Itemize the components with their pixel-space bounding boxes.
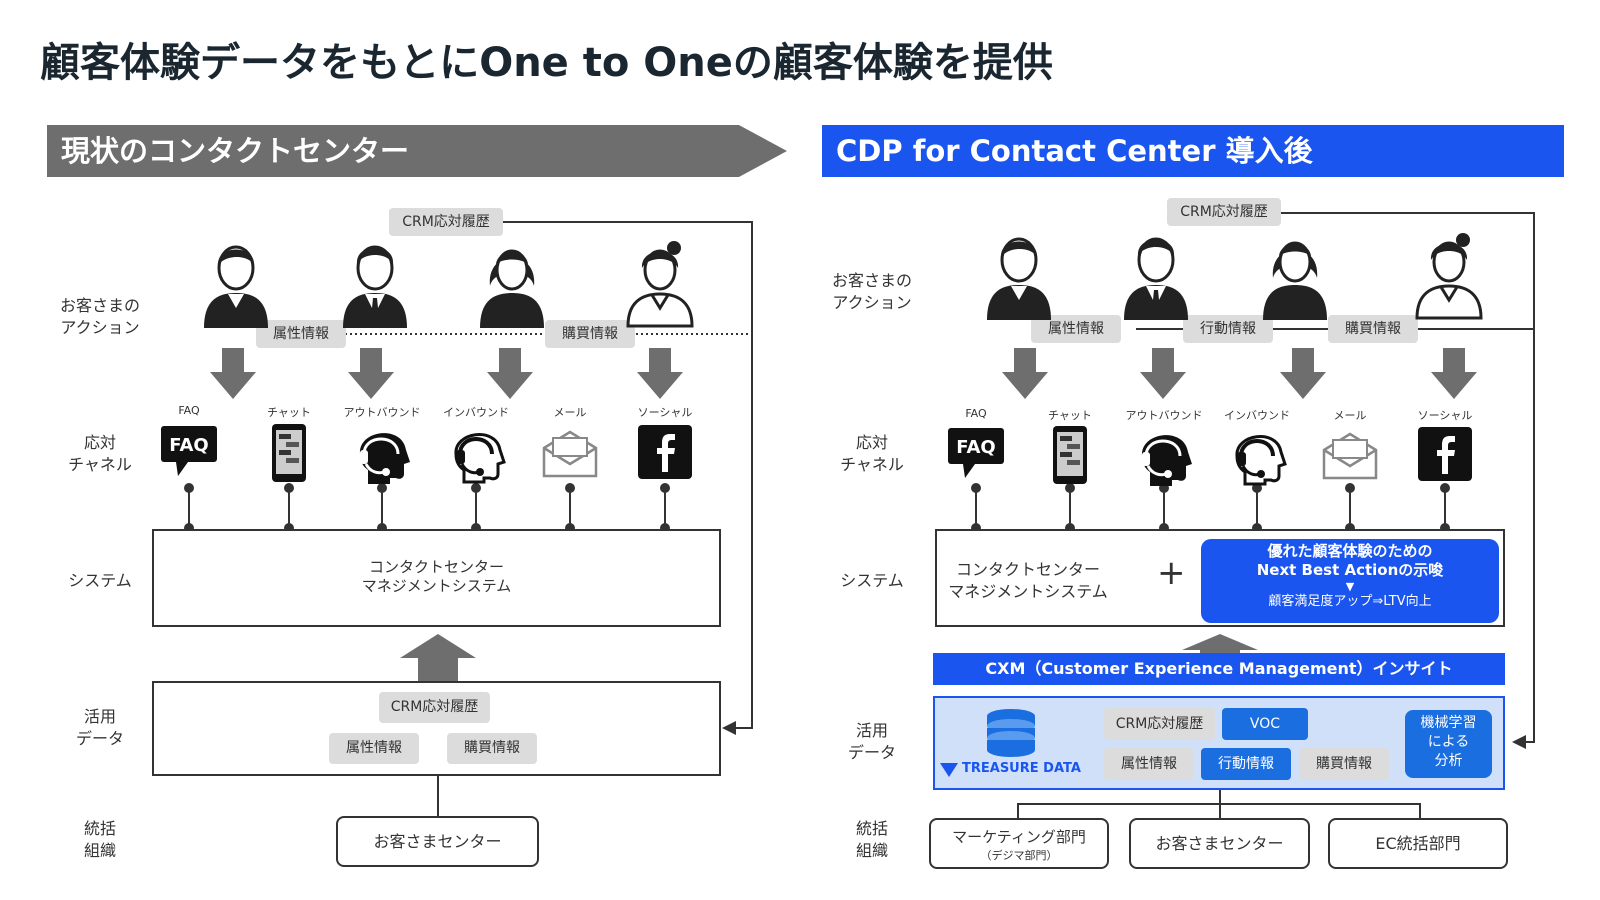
outbound-headset-icon — [1141, 435, 1192, 486]
row-label-data-right: 活用データ — [847, 721, 896, 762]
data-voc-chip: VOC — [1222, 708, 1308, 740]
channel-label-outbound: アウトバウンド — [343, 406, 421, 419]
row-label-system-right: システム — [840, 571, 904, 590]
banner-after: CDP for Contact Center 導入後 — [822, 125, 1564, 177]
facebook-icon — [638, 425, 692, 479]
outbound-headset-icon — [359, 433, 410, 484]
crm-history-chip-right: CRM応対履歴 — [1167, 198, 1281, 226]
channel-label-chat-right: チャット — [1048, 409, 1092, 422]
row-label-org: 統括組織 — [83, 819, 116, 860]
facebook-icon — [1418, 427, 1472, 481]
row-label-channel: 応対チャネル — [68, 433, 132, 474]
faq-bubble-icon: FAQ — [161, 426, 217, 476]
channel-label-chat: チャット — [267, 406, 311, 419]
person-female-icon — [480, 249, 544, 328]
org-customer-center-right: お客さまセンター — [1129, 818, 1310, 869]
mail-envelope-icon — [1322, 432, 1378, 480]
purchase-info-chip: 購買情報 — [545, 320, 635, 348]
channel-label-social-right: ソーシャル — [1417, 409, 1473, 422]
treasure-data-logo-icon — [940, 763, 958, 777]
mail-envelope-icon — [542, 430, 598, 478]
svg-text:FAQ: FAQ — [956, 437, 995, 458]
ml-analysis-box: 機械学習による分析 — [1405, 710, 1492, 778]
row-label-system: システム — [68, 571, 132, 590]
channel-label-mail-right: メール — [1333, 409, 1367, 422]
system-box: コンタクトセンターマネジメントシステム — [152, 529, 721, 627]
inbound-headset-icon — [454, 433, 506, 484]
page-title: 顧客体験データをもとにOne to Oneの顧客体験を提供 — [40, 40, 1053, 86]
channel-label-outbound-right: アウトバウンド — [1125, 409, 1203, 422]
org-customer-center: お客さまセンター — [336, 816, 539, 867]
row-label-action-right: お客さまのアクション — [831, 271, 912, 312]
svg-text:FAQ: FAQ — [169, 435, 208, 456]
data-crm-chip: CRM応対履歴 — [379, 692, 490, 723]
purchase-info-chip-right: 購買情報 — [1328, 315, 1418, 343]
attribute-info-chip: 属性情報 — [256, 320, 346, 348]
org-ec: EC統括部門 — [1328, 818, 1508, 869]
action-info-chip-right: 行動情報 — [1183, 315, 1273, 343]
person-male-icon — [204, 245, 268, 328]
channel-label-faq: FAQ — [178, 404, 200, 417]
row-label-org-right: 統括組織 — [855, 819, 888, 860]
channel-label-faq-right: FAQ — [965, 407, 987, 420]
data-purchase-chip: 購買情報 — [447, 733, 537, 764]
data-attribute-chip: 属性情報 — [329, 733, 419, 764]
system-label: コンタクトセンターマネジメントシステム — [361, 558, 512, 595]
inbound-headset-icon — [1235, 435, 1287, 486]
left-diagram-lines — [184, 221, 753, 816]
crm-history-chip: CRM応対履歴 — [389, 208, 503, 236]
row-label-data: 活用データ — [75, 707, 124, 748]
data-purchase-chip-right: 購買情報 — [1299, 748, 1389, 780]
cxm-insight-bar: CXM（Customer Experience Management）インサイト — [933, 653, 1505, 685]
smartphone-chat-icon — [272, 424, 306, 482]
data-action-chip-right: 行動情報 — [1201, 748, 1291, 780]
row-label-action: お客さまのアクション — [59, 296, 140, 337]
channel-label-social: ソーシャル — [637, 406, 693, 419]
data-attribute-chip-right: 属性情報 — [1104, 748, 1194, 780]
system-label-right: コンタクトセンターマネジメントシステム — [948, 560, 1108, 601]
org-marketing: マーケティング部門 （デジマ部門） — [929, 818, 1109, 869]
channel-label-inbound-right: インバウンド — [1224, 409, 1290, 422]
database-icon — [987, 709, 1035, 757]
person-female-outline-icon — [1415, 233, 1483, 320]
faq-bubble-icon: FAQ — [948, 428, 1004, 478]
person-male-tie-icon — [343, 245, 407, 328]
data-crm-chip-right: CRM応対履歴 — [1104, 708, 1215, 740]
smartphone-chat-icon — [1053, 426, 1087, 484]
person-female-icon — [1263, 241, 1327, 320]
person-female-outline-icon — [626, 241, 694, 328]
person-male-tie-icon — [1124, 237, 1188, 320]
row-label-channel-right: 応対チャネル — [840, 433, 904, 474]
channel-label-mail: メール — [553, 406, 587, 419]
next-best-action-box: 優れた顧客体験のための Next Best Actionの示唆 ▼ 顧客満足度ア… — [1201, 539, 1499, 623]
channel-label-inbound: インバウンド — [443, 406, 509, 419]
banner-current: 現状のコンタクトセンター — [47, 125, 787, 177]
plus-icon: + — [1157, 553, 1186, 593]
treasure-data-label: TREASURE DATA — [962, 761, 1081, 776]
person-male-icon — [987, 237, 1051, 320]
